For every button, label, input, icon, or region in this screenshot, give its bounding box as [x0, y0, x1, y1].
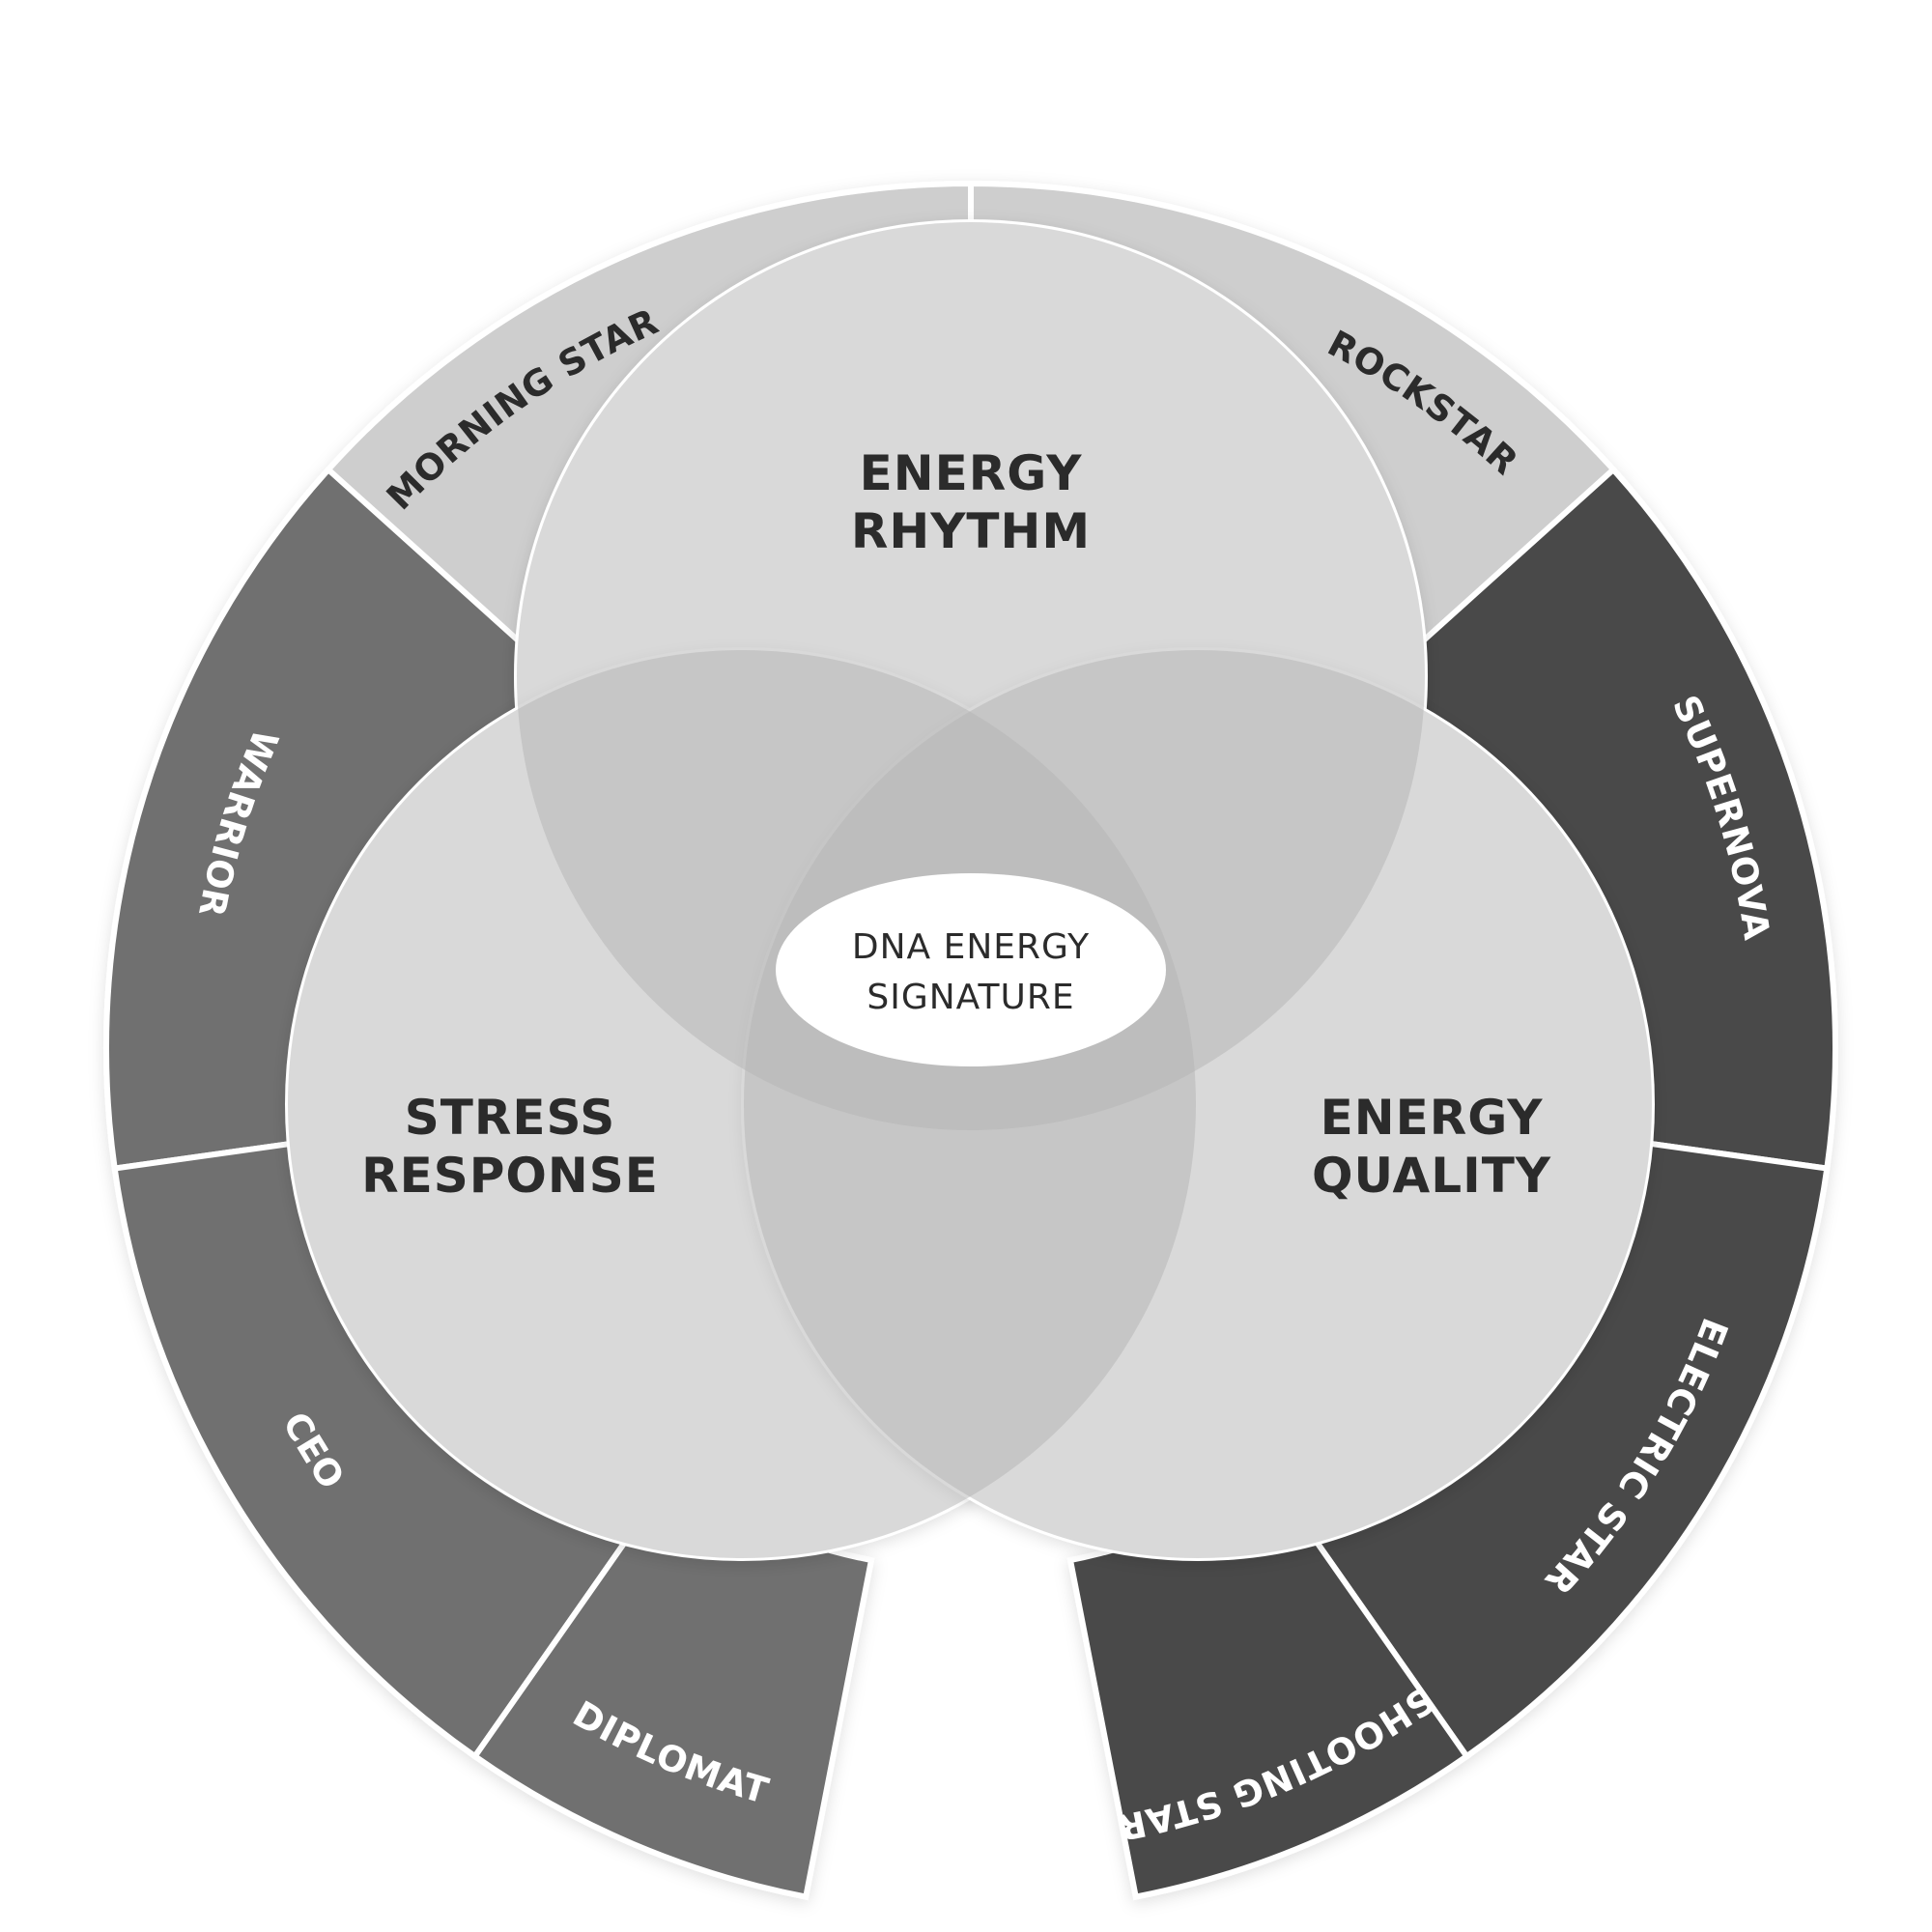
stress-response-title-line1: STRESS [405, 1090, 616, 1146]
energy-rhythm-title-line1: ENERGY [860, 445, 1083, 501]
stress-response-title-line2: RESPONSE [361, 1148, 659, 1204]
center-label-line2: SIGNATURE [867, 978, 1074, 1017]
center-ellipse [776, 873, 1166, 1066]
energy-quality-title-line1: ENERGY [1321, 1090, 1544, 1146]
energy-rhythm-title-line2: RHYTHM [851, 503, 1091, 559]
center-label-line1: DNA ENERGY [852, 927, 1090, 967]
energy-quality-title-line2: QUALITY [1312, 1148, 1551, 1204]
